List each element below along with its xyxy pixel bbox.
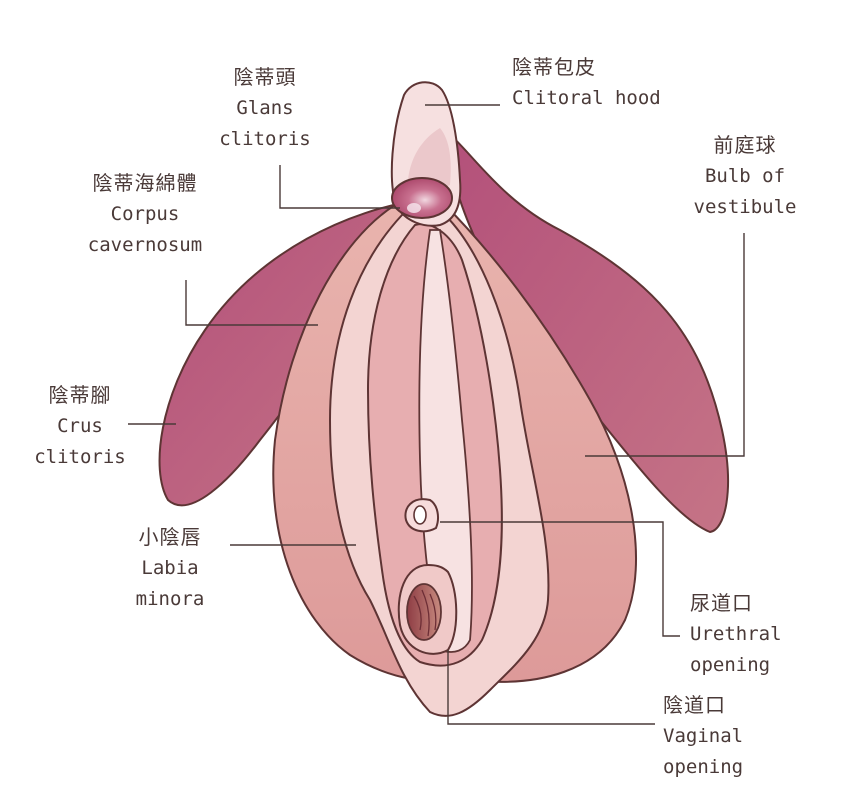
label-labia-zh: 小陰唇 bbox=[138, 525, 202, 549]
vaginal-ridges bbox=[413, 589, 437, 637]
label-bulb-en2: vestibule bbox=[693, 196, 797, 218]
corpus-leader bbox=[185, 280, 318, 326]
label-crus-clitoris: 陰蒂腳 Crus clitoris bbox=[20, 380, 140, 473]
label-corpus-en2: cavernosum bbox=[87, 234, 203, 256]
vestibule-shape bbox=[418, 229, 473, 653]
glans-leader bbox=[279, 165, 400, 209]
label-bulb-en1: Bulb of bbox=[704, 165, 786, 187]
label-labia-en2: minora bbox=[135, 588, 205, 610]
label-glans-zh: 陰蒂頭 bbox=[233, 65, 297, 89]
hood-shading bbox=[408, 128, 451, 188]
label-corpus-cavernosum: 陰蒂海綿體 Corpus cavernosum bbox=[60, 168, 230, 261]
label-glans-en2: clitoris bbox=[219, 128, 311, 150]
label-clitoral-hood: 陰蒂包皮 Clitoral hood bbox=[512, 52, 661, 114]
label-urethral-zh: 尿道口 bbox=[690, 591, 753, 615]
label-vaginal-en2: opening bbox=[663, 756, 744, 778]
vaginal-leader bbox=[447, 650, 655, 725]
label-vaginal-en1: Vaginal bbox=[663, 725, 744, 747]
label-vaginal-zh: 陰道口 bbox=[663, 693, 726, 717]
bulb-leader bbox=[585, 233, 745, 457]
label-crus-en1: Crus bbox=[57, 415, 103, 437]
label-vaginal-opening: 陰道口 Vaginal opening bbox=[663, 690, 743, 783]
label-labia-minora: 小陰唇 Labia minora bbox=[110, 522, 230, 615]
label-glans-en1: Glans bbox=[236, 97, 294, 119]
label-hood-en1: Clitoral hood bbox=[512, 87, 661, 109]
label-labia-en1: Labia bbox=[141, 557, 199, 579]
label-crus-zh: 陰蒂腳 bbox=[48, 383, 112, 407]
glans-clitoris-shape bbox=[391, 177, 453, 219]
label-urethral-opening: 尿道口 Urethral opening bbox=[690, 588, 782, 681]
label-corpus-en1: Corpus bbox=[110, 203, 180, 225]
label-bulb-of-vestibule: 前庭球 Bulb of vestibule bbox=[680, 130, 810, 223]
glans-highlight bbox=[407, 203, 421, 213]
label-hood-zh: 陰蒂包皮 bbox=[512, 55, 596, 79]
label-crus-en2: clitoris bbox=[34, 446, 126, 468]
urethral-hole bbox=[413, 505, 427, 525]
label-urethral-en1: Urethral bbox=[690, 623, 782, 645]
label-urethral-en2: opening bbox=[690, 654, 771, 676]
urethral-leader bbox=[440, 521, 680, 637]
label-glans-clitoris: 陰蒂頭 Glans clitoris bbox=[205, 62, 325, 155]
label-corpus-zh: 陰蒂海綿體 bbox=[92, 171, 198, 195]
leader-lines bbox=[128, 104, 745, 725]
label-bulb-zh: 前庭球 bbox=[713, 133, 777, 157]
